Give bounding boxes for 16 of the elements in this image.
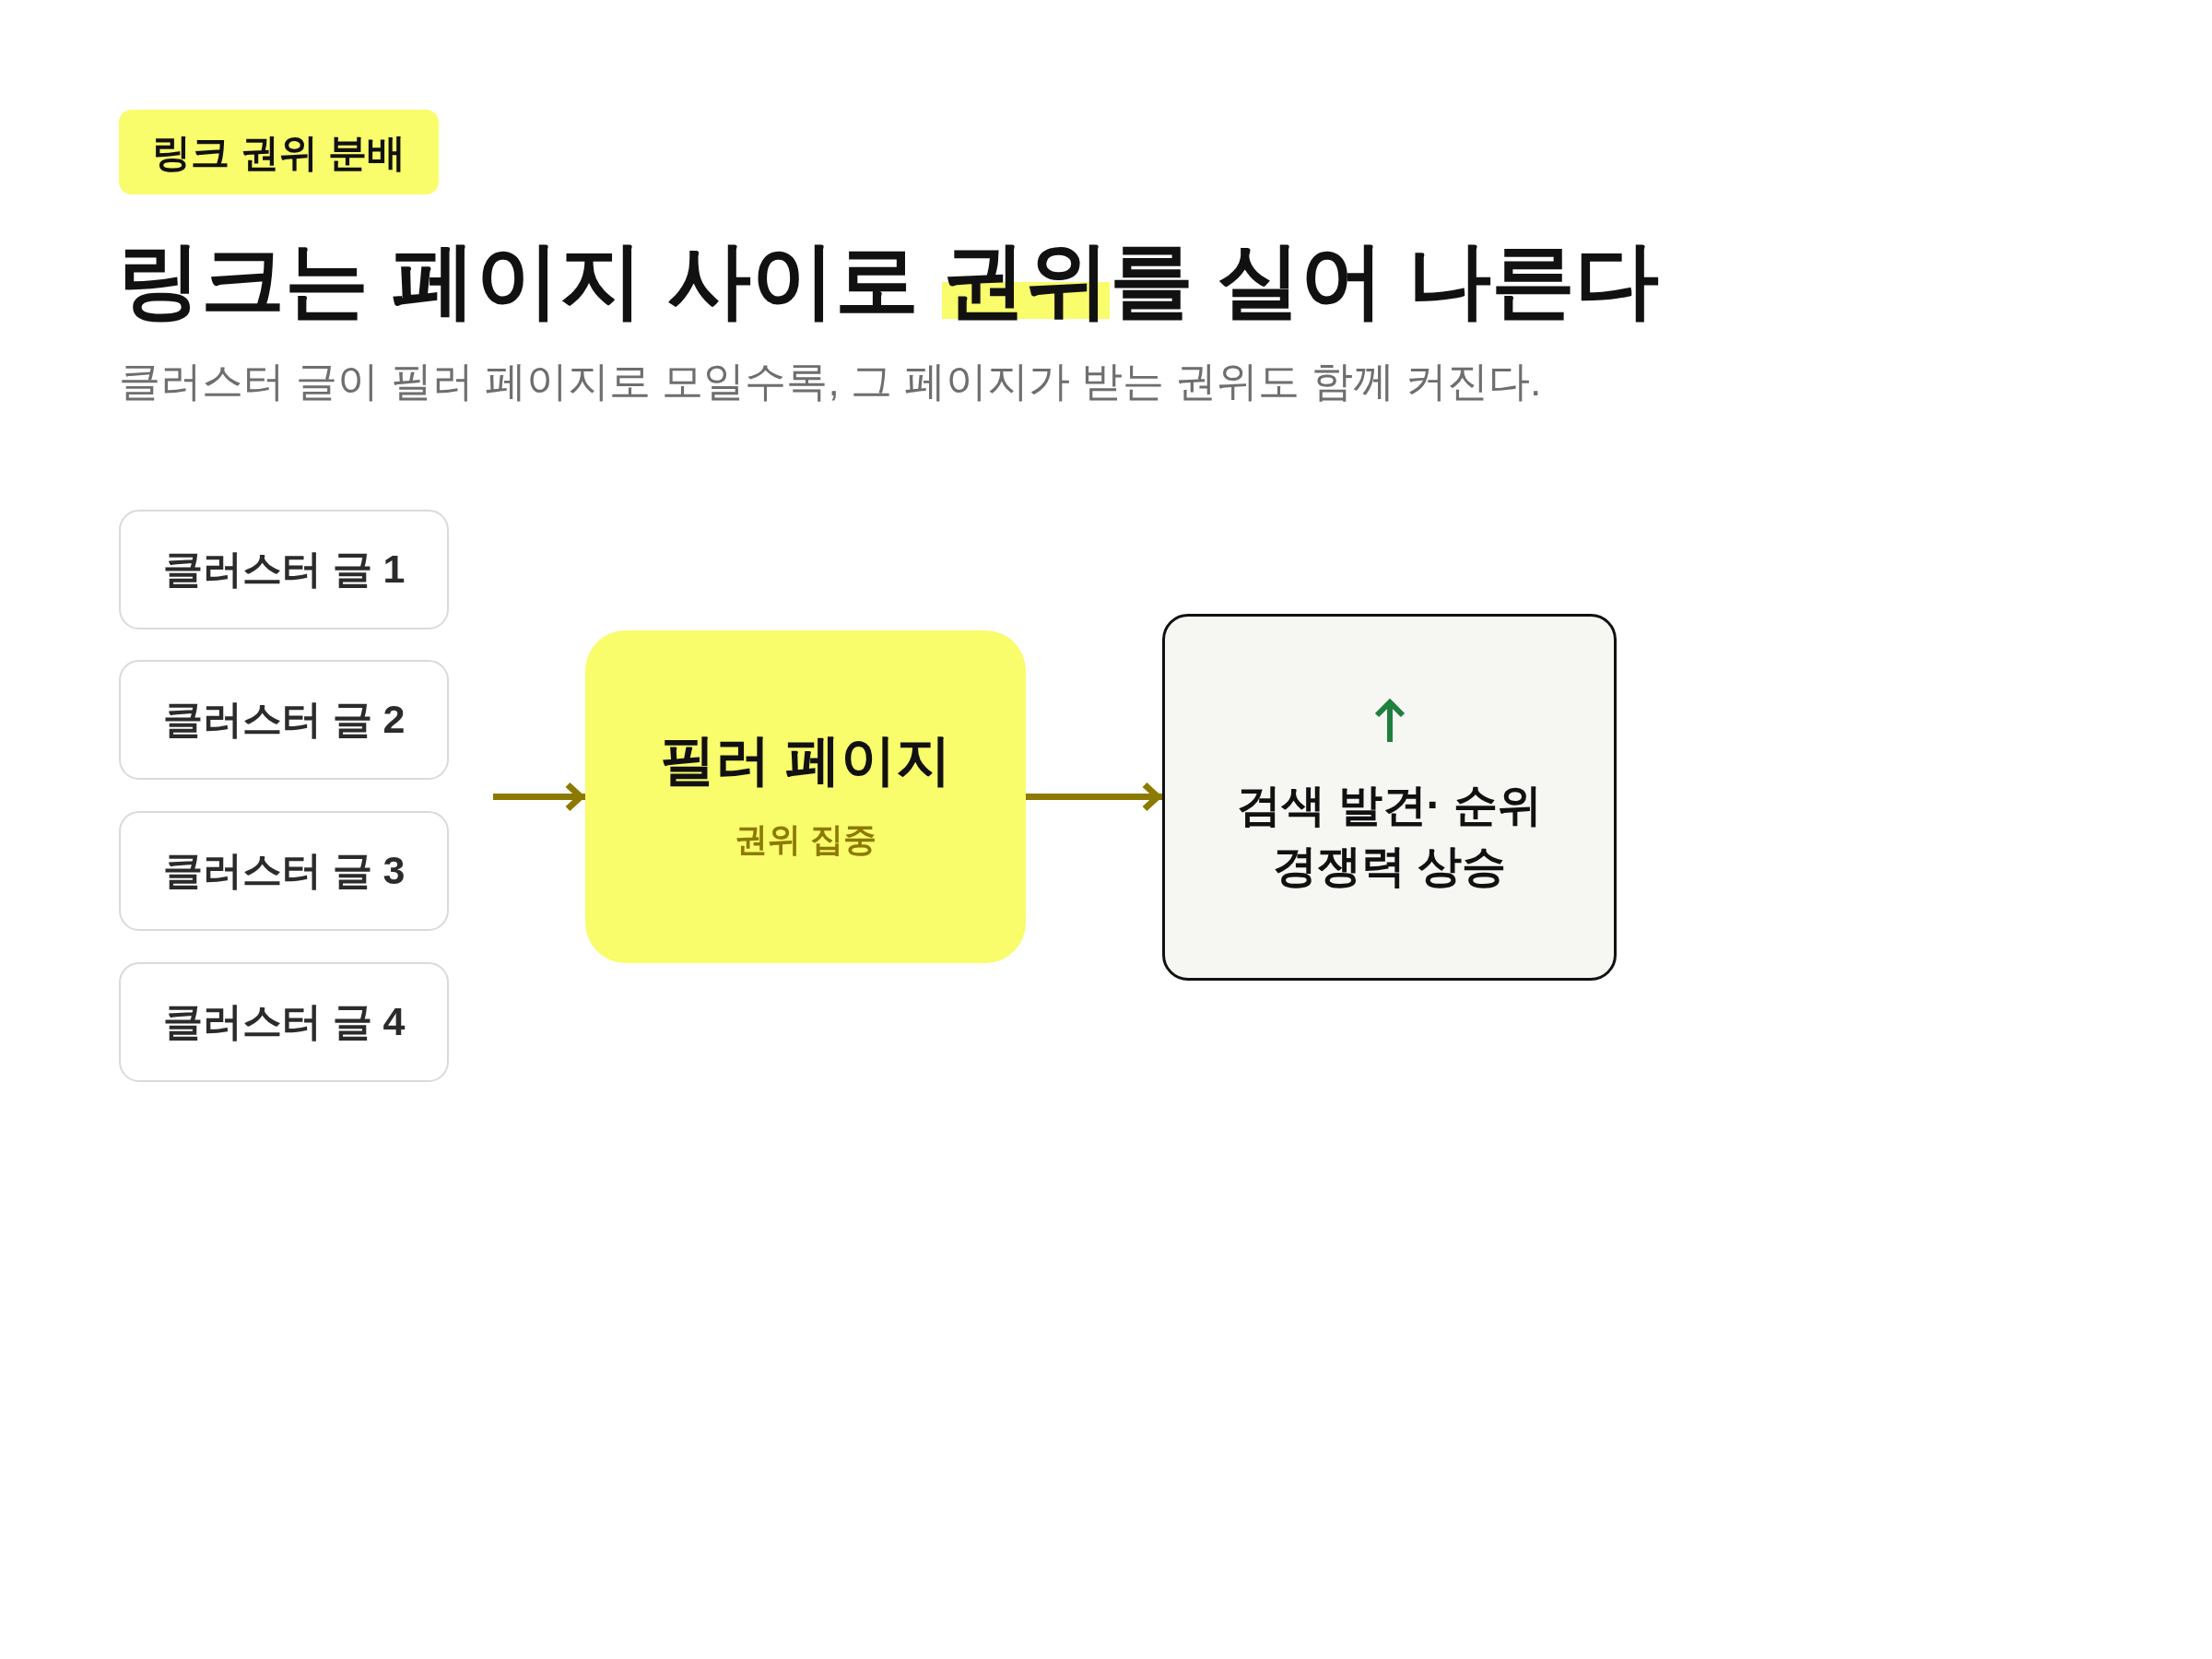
result-card (1162, 614, 1617, 981)
card-label: 클러스터 글 2 (162, 696, 406, 744)
card-label: 클러스터 글 1 (162, 546, 406, 594)
topic-tag: 링크 권위 분배 (119, 110, 440, 194)
card-label: 클러스터 글 4 (162, 998, 406, 1046)
cluster-post-card (119, 660, 449, 780)
cluster-post-card (119, 510, 449, 629)
card-title: 필러 페이지 (659, 727, 952, 793)
cluster-post-card (119, 962, 449, 1082)
arrow (1026, 782, 1162, 812)
result-text: 검색 발견· 순위 경쟁력 상승 (1236, 780, 1543, 892)
pillar-page-card (585, 630, 1026, 963)
card-label: 클러스터 글 3 (162, 847, 406, 895)
card-subtitle: 권위 집중 (735, 818, 877, 860)
subtitle: 클러스터 글이 필러 페이지로 모일수록, 그 페이지가 받는 권위도 함께 커진다. (119, 358, 1542, 406)
cluster-post-card (119, 811, 449, 931)
